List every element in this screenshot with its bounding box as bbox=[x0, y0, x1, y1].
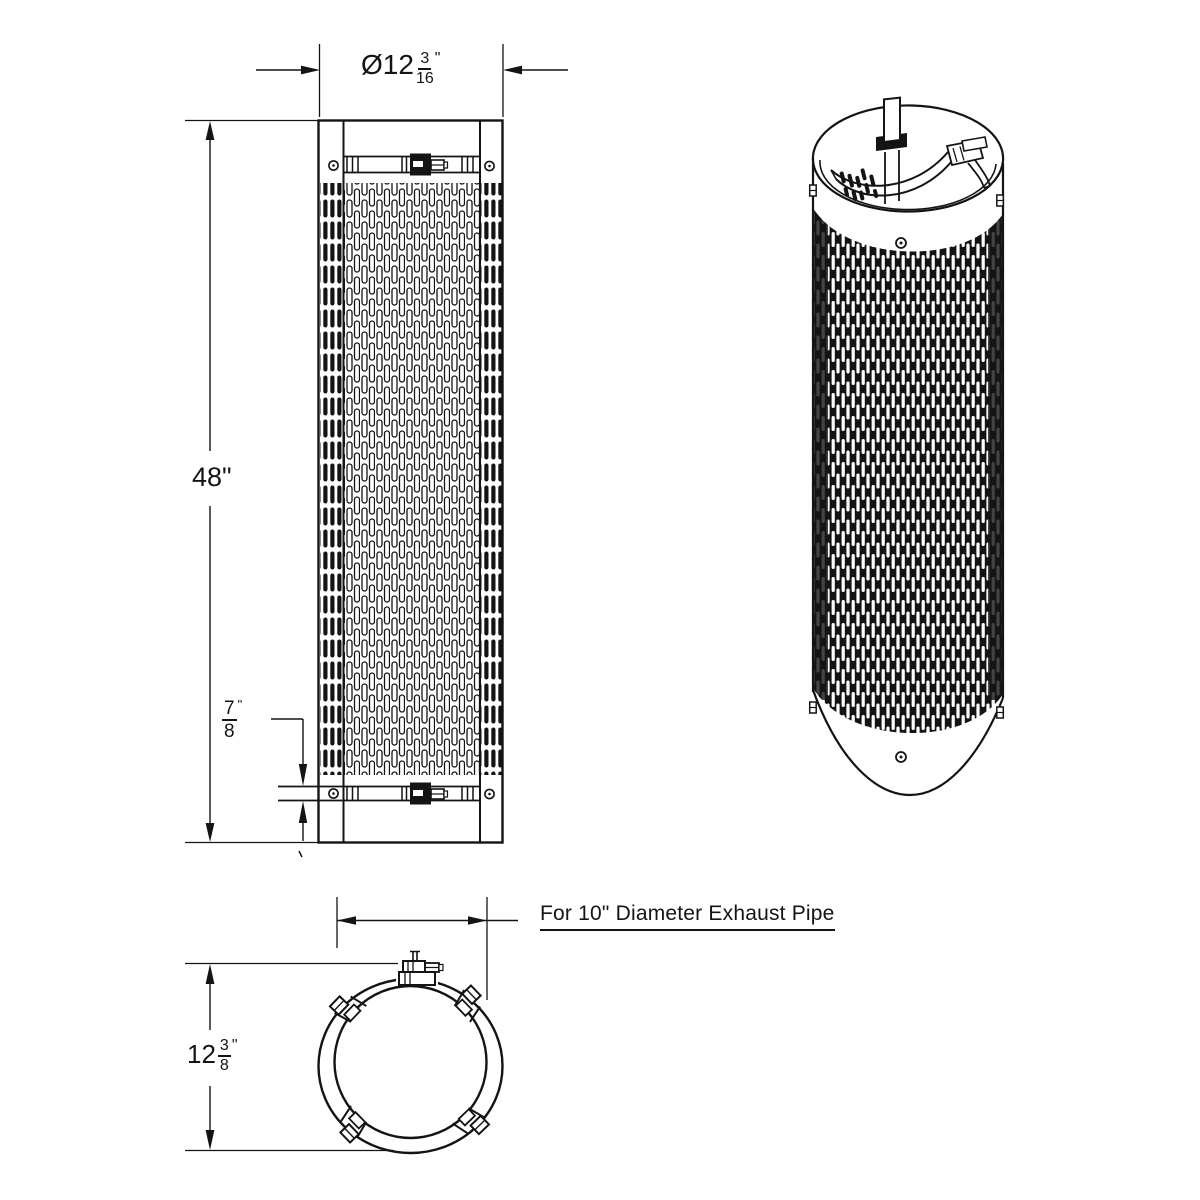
bottom-view bbox=[317, 950, 504, 1155]
arrowhead bbox=[205, 964, 215, 984]
front-view-orthographic bbox=[278, 119, 504, 858]
dimension-value: 12 bbox=[187, 1039, 216, 1069]
stray-tick bbox=[298, 850, 303, 858]
diameter-extension-lines bbox=[318, 44, 504, 117]
height-extension-lines bbox=[185, 119, 318, 844]
overall-dia-extension-lines bbox=[185, 962, 398, 1152]
shield-height-dimension-label: 48" bbox=[192, 464, 232, 491]
arrowhead bbox=[205, 1130, 215, 1150]
dimension-value: Ø12 bbox=[361, 49, 414, 80]
mounting-strip-upper bbox=[882, 96, 902, 141]
front-rim bbox=[811, 155, 1005, 213]
pipe-clamp-band-perspective bbox=[830, 151, 953, 197]
cylinder-bottom-edge bbox=[811, 689, 1005, 797]
bottom-clamp-band bbox=[278, 782, 495, 805]
front-rim-inner-edge bbox=[819, 159, 997, 211]
bottom-view-dimensions bbox=[185, 897, 518, 1152]
back-rim bbox=[811, 104, 1005, 162]
front-view-dimensions bbox=[185, 44, 568, 844]
arrowhead bbox=[503, 65, 522, 75]
open-top-interior bbox=[813, 101, 1003, 207]
perspective-view bbox=[808, 96, 1005, 797]
arrowhead bbox=[298, 801, 308, 823]
shield-inner-edges bbox=[342, 120, 481, 843]
perspective-rivets bbox=[808, 184, 1005, 763]
dimension-value: 48" bbox=[192, 462, 232, 492]
perforated-left-margin bbox=[320, 183, 342, 775]
perforated-right-margin bbox=[481, 183, 502, 775]
arrowhead bbox=[337, 916, 356, 925]
cylinder-edges bbox=[811, 158, 1005, 698]
arrowhead bbox=[468, 916, 487, 925]
arrowhead bbox=[301, 65, 320, 75]
shield-outline bbox=[317, 119, 504, 844]
arrowhead bbox=[205, 121, 215, 140]
perforated-area-perspective bbox=[813, 208, 1003, 734]
perforated-area-front bbox=[343, 183, 480, 775]
arrowhead bbox=[298, 764, 308, 786]
worm-drive-clamp-top bbox=[396, 950, 444, 986]
clamp-strap-tail bbox=[967, 159, 991, 189]
band-dimension-leader bbox=[271, 718, 304, 768]
arrowhead bbox=[205, 823, 215, 842]
worm-drive-clamp bbox=[945, 136, 991, 189]
pipe-dia-extension-lines bbox=[336, 897, 488, 1000]
top-clamp-band bbox=[328, 153, 495, 176]
pipe-size-note: For 10" Diameter Exhaust Pipe bbox=[540, 902, 835, 931]
